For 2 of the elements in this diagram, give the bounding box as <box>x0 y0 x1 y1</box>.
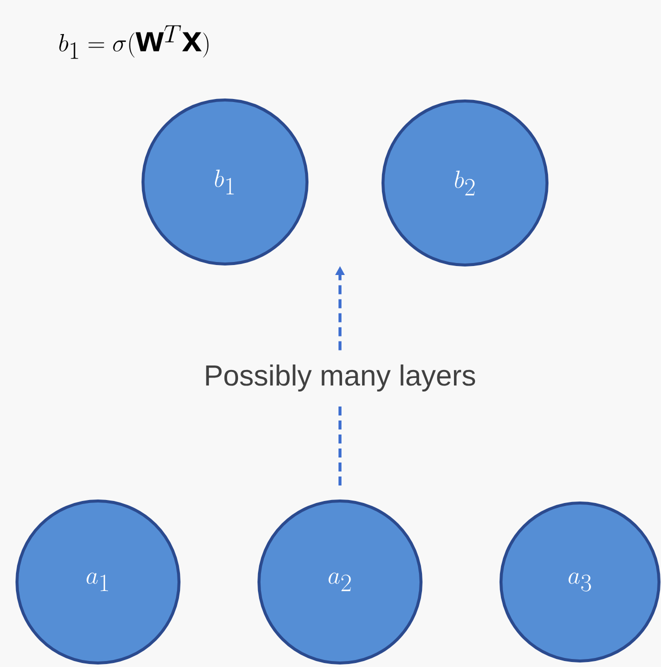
formula: $b_1 = \sigma(\mathbf{w}^T\mathbf{x})$ <box>59 25 208 59</box>
layer-label: Possibly many layers <box>206 364 476 392</box>
